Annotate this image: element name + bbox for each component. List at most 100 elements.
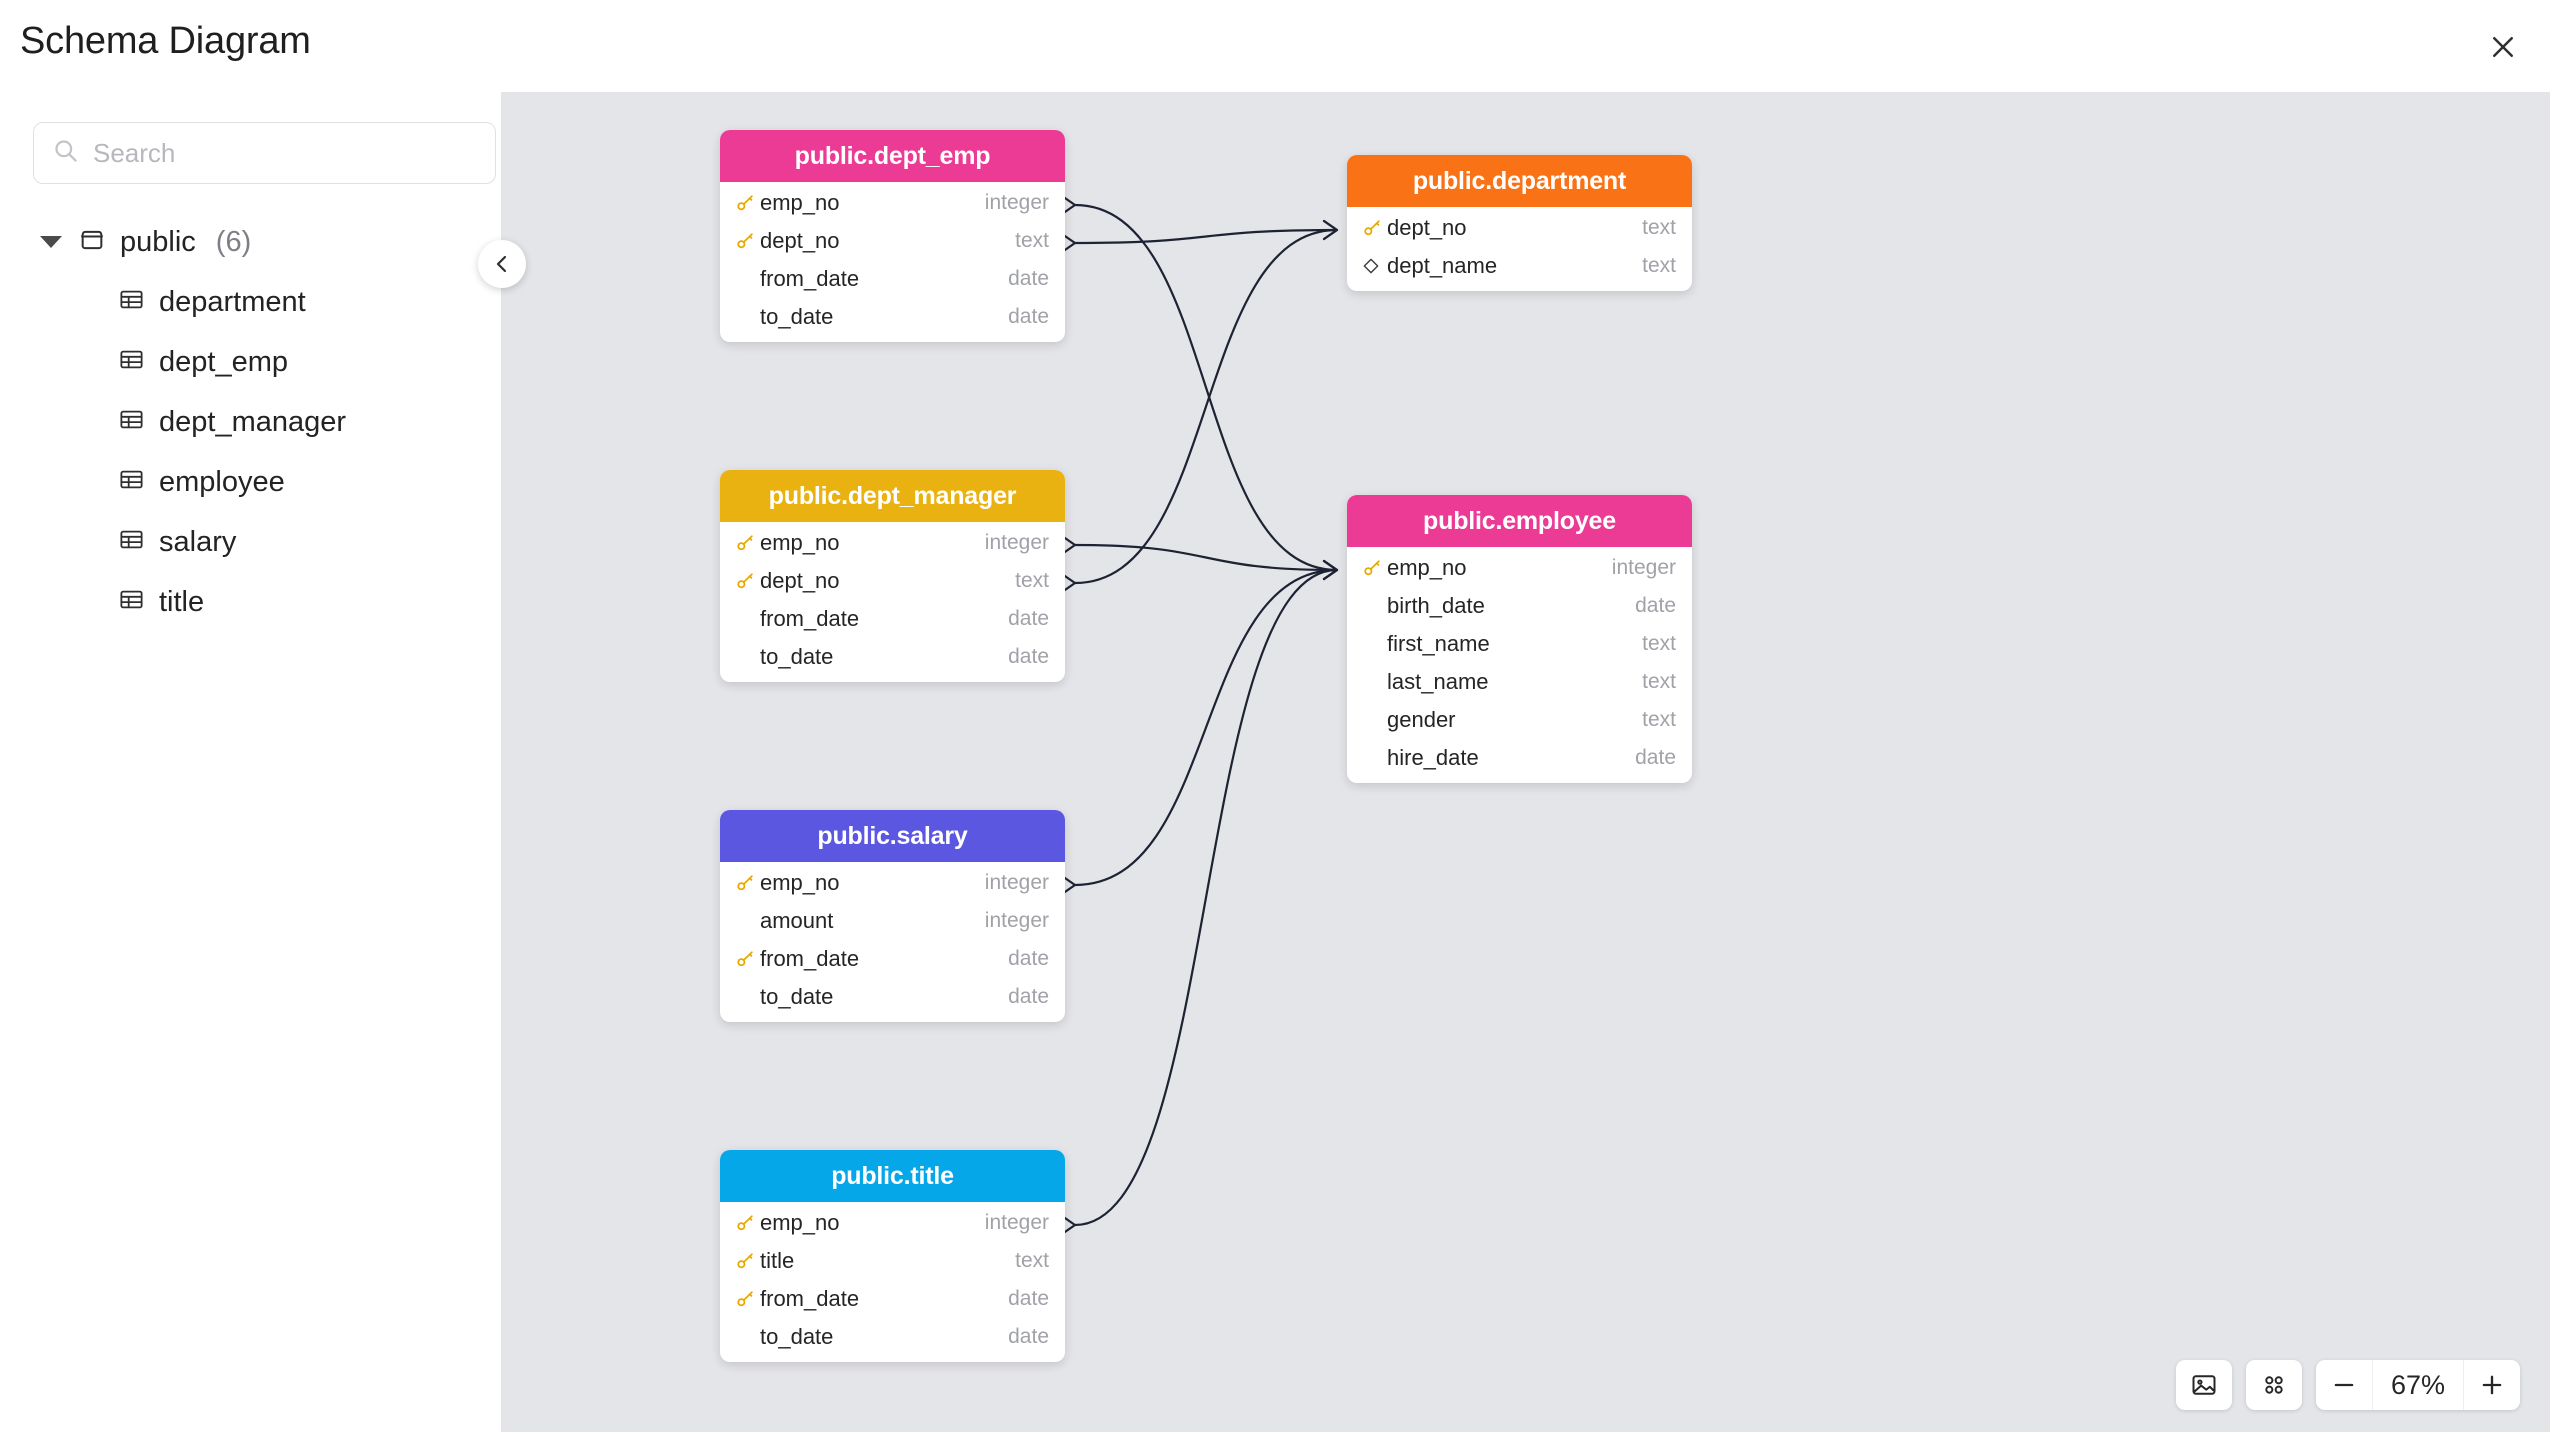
column-type: text bbox=[1642, 670, 1676, 693]
search-icon bbox=[52, 137, 79, 169]
column-row[interactable]: title text bbox=[720, 1242, 1065, 1280]
zoom-controls: 67% bbox=[2316, 1360, 2520, 1410]
column-name: emp_no bbox=[760, 530, 840, 555]
column-name: amount bbox=[760, 908, 834, 933]
column-name: birth_date bbox=[1387, 593, 1485, 618]
database-icon bbox=[78, 226, 106, 259]
page-title: Schema Diagram bbox=[20, 20, 311, 62]
table-node-title: public.title bbox=[720, 1150, 1065, 1202]
table-node-title: public.employee bbox=[1347, 495, 1692, 547]
sidebar-item-department[interactable]: department bbox=[0, 272, 502, 332]
close-icon[interactable] bbox=[2478, 22, 2528, 72]
key-icon bbox=[734, 192, 760, 214]
table-node-title: public.department bbox=[1347, 155, 1692, 207]
column-type: date bbox=[1635, 746, 1676, 769]
sidebar-item-label: salary bbox=[159, 525, 237, 558]
column-name: from_date bbox=[760, 266, 860, 291]
column-name: to_date bbox=[760, 1324, 834, 1349]
chevron-down-icon[interactable] bbox=[40, 236, 62, 248]
column-type: date bbox=[1008, 947, 1049, 970]
column-type: integer bbox=[1611, 556, 1676, 579]
column-type: integer bbox=[984, 909, 1049, 932]
search-input[interactable] bbox=[93, 137, 477, 169]
sidebar-item-employee[interactable]: employee bbox=[0, 452, 502, 512]
column-type: date bbox=[1635, 594, 1676, 617]
key-icon bbox=[734, 872, 760, 894]
column-row[interactable]: last_name text bbox=[1347, 663, 1692, 701]
canvas-toolbar: 67% bbox=[2176, 1360, 2520, 1410]
sidebar-item-label: title bbox=[159, 585, 205, 618]
sidebar-collapse-button[interactable] bbox=[478, 240, 526, 288]
schema-tree: public (6) department bbox=[0, 212, 502, 632]
sidebar-item-dept_manager[interactable]: dept_manager bbox=[0, 392, 502, 452]
search-box[interactable] bbox=[33, 122, 496, 184]
plus-icon[interactable] bbox=[2464, 1360, 2520, 1410]
dialog-header: Schema Diagram bbox=[0, 0, 2550, 92]
key-icon bbox=[1361, 217, 1387, 239]
column-row[interactable]: amount integer bbox=[720, 902, 1065, 940]
column-type: text bbox=[1642, 708, 1676, 731]
diamond-icon bbox=[1361, 256, 1387, 276]
grid-icon[interactable] bbox=[2246, 1360, 2302, 1410]
column-type: text bbox=[1642, 632, 1676, 655]
table-icon bbox=[118, 406, 145, 438]
column-row[interactable]: emp_no integer bbox=[720, 524, 1065, 562]
column-name: gender bbox=[1387, 707, 1456, 732]
sidebar: public (6) department bbox=[0, 92, 502, 1432]
column-name: last_name bbox=[1387, 669, 1489, 694]
column-type: text bbox=[1015, 229, 1049, 252]
column-type: text bbox=[1015, 1249, 1049, 1272]
sidebar-item-dept_emp[interactable]: dept_emp bbox=[0, 332, 502, 392]
relationship-edge bbox=[1074, 568, 1338, 1227]
sidebar-item-salary[interactable]: salary bbox=[0, 512, 502, 572]
column-row[interactable]: to_date date bbox=[720, 1318, 1065, 1356]
minus-icon[interactable] bbox=[2316, 1360, 2372, 1410]
table-node-title: public.salary bbox=[720, 810, 1065, 862]
key-icon bbox=[734, 230, 760, 252]
column-type: date bbox=[1008, 1325, 1049, 1348]
column-row[interactable]: birth_date date bbox=[1347, 587, 1692, 625]
column-name: from_date bbox=[760, 1286, 860, 1311]
table-icon bbox=[118, 526, 145, 558]
column-name: title bbox=[760, 1248, 795, 1273]
sidebar-item-title[interactable]: title bbox=[0, 572, 502, 632]
column-row[interactable]: gender text bbox=[1347, 701, 1692, 739]
image-icon[interactable] bbox=[2176, 1360, 2232, 1410]
table-icon bbox=[118, 346, 145, 378]
tree-node-public[interactable]: public (6) bbox=[0, 212, 502, 272]
relationship-edges bbox=[1060, 194, 1339, 1236]
column-type: integer bbox=[984, 531, 1049, 554]
relationship-edge bbox=[1074, 568, 1338, 887]
zoom-level-label[interactable]: 67% bbox=[2372, 1360, 2464, 1410]
column-type: integer bbox=[984, 191, 1049, 214]
column-name: emp_no bbox=[760, 870, 840, 895]
